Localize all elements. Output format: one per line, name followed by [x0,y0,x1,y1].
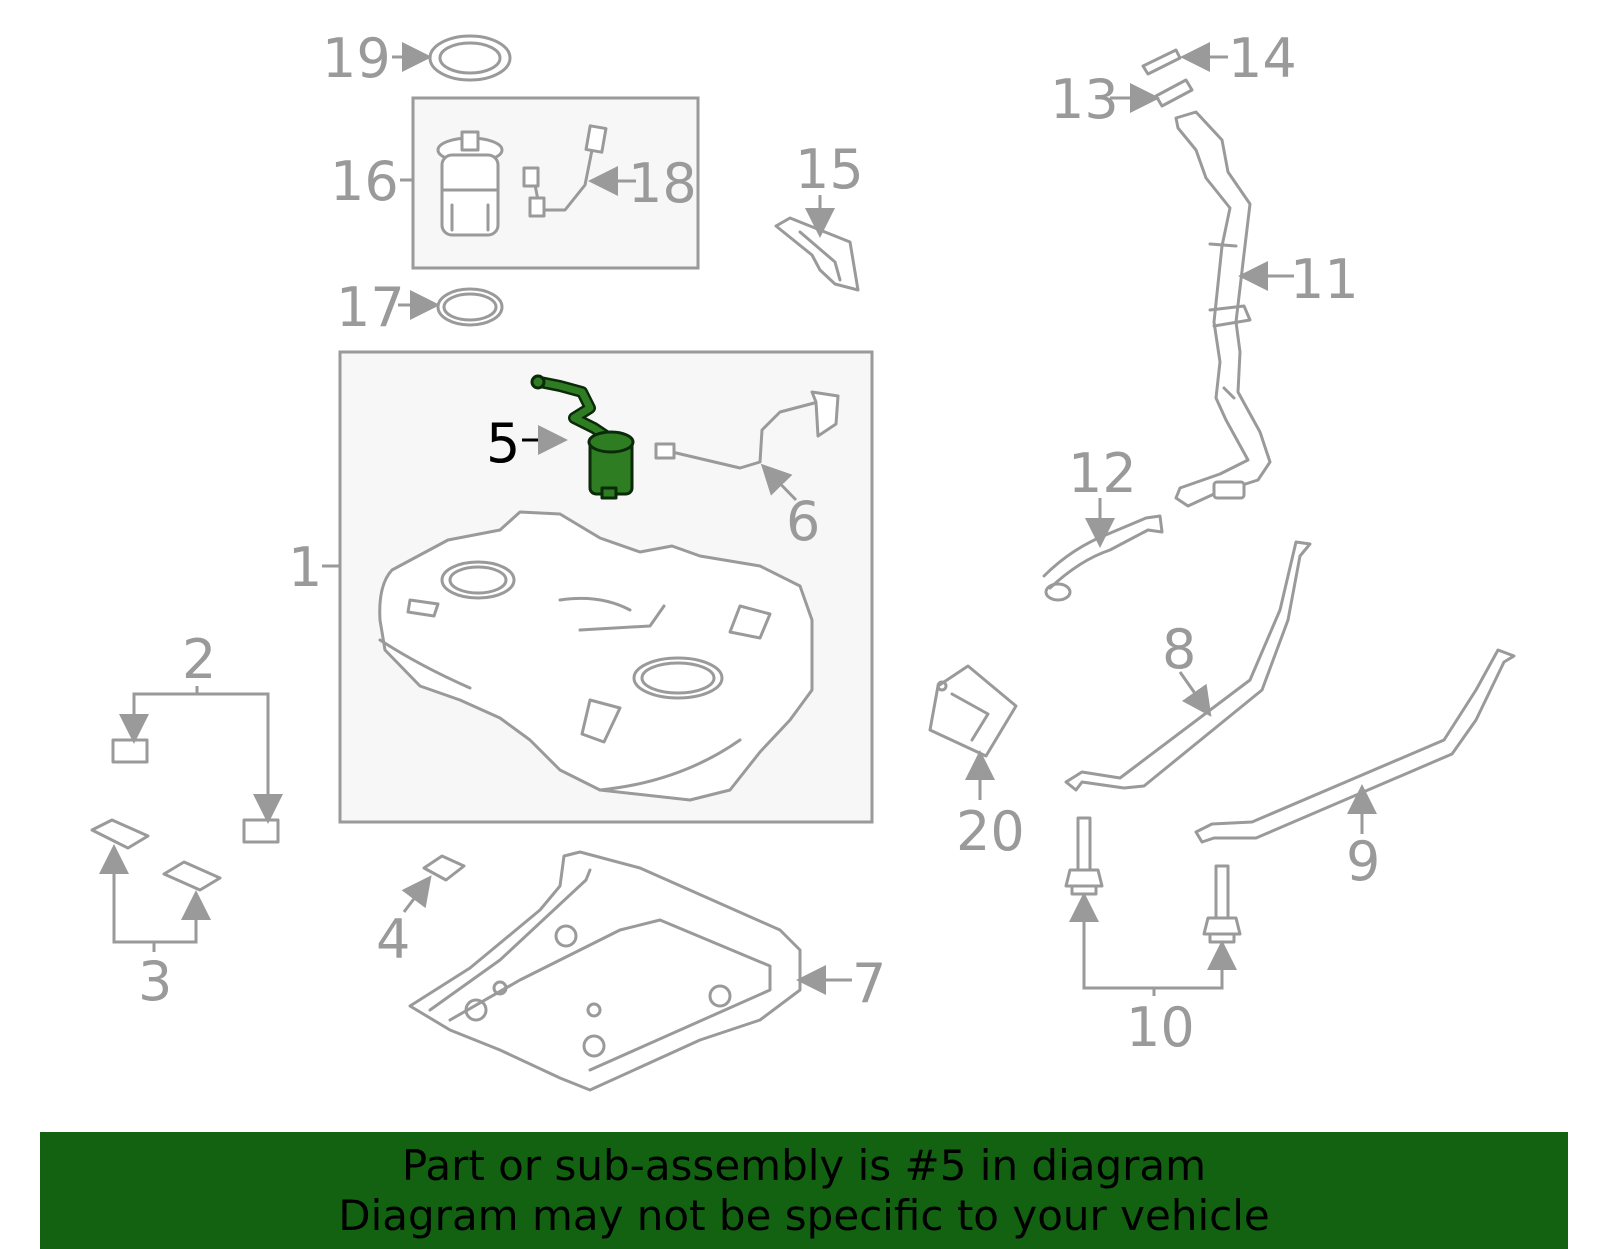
callout-15: 15 [795,138,864,201]
part-2-clips[interactable] [111,738,280,844]
callout-7: 7 [852,952,886,1015]
part-1-fuel-tank[interactable] [378,510,814,802]
callout-12: 12 [1068,442,1137,505]
callout-10: 10 [1126,996,1195,1059]
callout-11: 11 [1290,248,1359,311]
part-17-gasket[interactable] [436,287,504,327]
banner-line-2: Diagram may not be specific to your vehi… [338,1190,1270,1240]
part-16-fuel-pump-module[interactable] [436,130,504,237]
part-8-tank-strap[interactable] [1064,540,1312,792]
part-15-bracket[interactable] [774,216,860,292]
part-5-highlighted[interactable] [530,374,635,500]
callout-1: 1 [288,536,322,599]
part-6-harness[interactable] [654,390,840,470]
part-4-clip[interactable] [422,854,466,882]
callout-14: 14 [1228,27,1297,90]
part-19-lock-ring[interactable] [428,34,512,82]
part-11-filler-pipe[interactable] [1174,110,1272,508]
part-12-hose[interactable] [1042,514,1164,602]
callout-13: 13 [1050,68,1119,131]
part-3-pads[interactable] [90,818,222,892]
callout-8: 8 [1162,618,1196,681]
part-7-heat-shield[interactable] [408,850,802,1092]
callout-19: 19 [322,27,391,90]
callout-16: 16 [330,150,399,213]
callout-18: 18 [628,152,697,215]
callout-17: 17 [336,276,405,339]
callout-5: 5 [486,412,520,475]
callout-3: 3 [138,950,172,1013]
part-13-seal[interactable] [1154,78,1194,108]
callout-20: 20 [956,800,1025,863]
callout-4: 4 [376,908,410,971]
part-18-wire-harness[interactable] [522,124,608,218]
callout-6: 6 [786,490,820,553]
info-banner: Part or sub-assembly is #5 in diagram Di… [40,1132,1568,1249]
part-14-seal[interactable] [1141,48,1182,76]
callout-2: 2 [182,628,216,691]
part-9-tank-strap[interactable] [1194,648,1516,844]
banner-line-1: Part or sub-assembly is #5 in diagram [401,1140,1207,1190]
callout-9: 9 [1346,830,1380,893]
part-20-bracket[interactable] [928,664,1018,758]
